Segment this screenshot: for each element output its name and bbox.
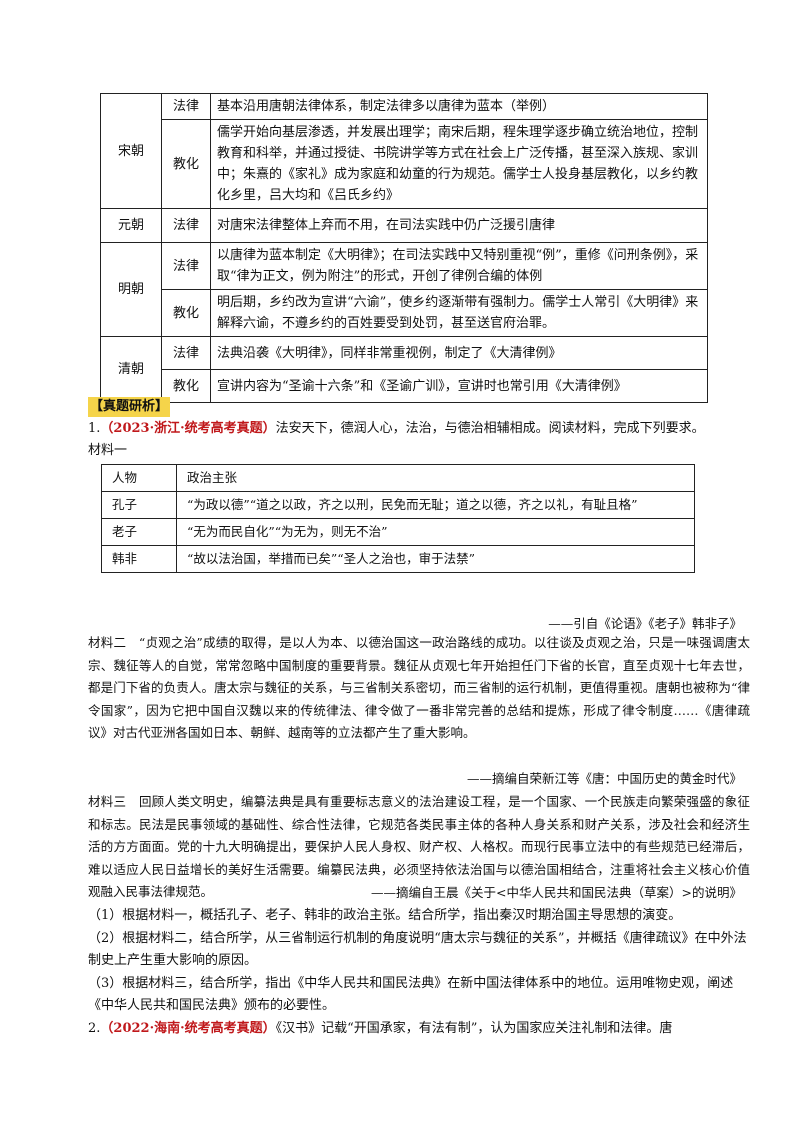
question-number: 2. [88, 1021, 101, 1036]
table-header-cell: 人物 [101, 464, 177, 492]
material-2-citation: ——摘编自荣新江等《唐：中国历史的黄金时代》 [466, 771, 742, 786]
table-cell: 韩非 [101, 545, 177, 573]
category-cell: 法律 [161, 336, 211, 370]
table-row: 教化 儒学开始向基层渗透，并发展出理学；南宋后期，程朱理学逐步确立统治地位，控制… [101, 119, 708, 209]
table-row: 教化 明后期，乡约改为宣讲“六谕”，使乡约逐渐带有强制力。儒学士人常引《大明律》… [101, 289, 708, 337]
category-cell: 教化 [161, 119, 211, 209]
sub-question-2: （2）根据材料二，结合所学，从三省制运行机制的角度说明“唐太宗与魏征的关系”，并… [88, 931, 747, 968]
table-cell: 孔子 [101, 491, 177, 519]
table-row: 人物 政治主张 [101, 464, 695, 492]
material-1-label: 材料一 [88, 443, 128, 458]
table-cell: “为政以德”“道之以政，齐之以刑，民免而无耻；道之以德，齐之以礼，有耻且格” [176, 491, 695, 519]
table-cell: “故以法治国，举措而已矣”“圣人之治也，审于法禁” [176, 545, 695, 573]
table-cell: “无为而民自化”“为无为，则无不治” [176, 518, 695, 546]
question-2-stem: 2.（2022·海南·统考高考真题）《汉书》记载“开国承家，有法有制”，认为国家… [88, 1018, 748, 1040]
content-cell: 儒学开始向基层渗透，并发展出理学；南宋后期，程朱理学逐步确立统治地位，控制教育和… [210, 119, 708, 209]
dynasty-cell: 宋朝 [100, 93, 162, 209]
content-cell: 基本沿用唐朝法律体系，制定法律多以唐律为蓝本（举例） [210, 93, 708, 120]
dynasty-law-table: 宋朝 法律 基本沿用唐朝法律体系，制定法律多以唐律为蓝本（举例） 教化 儒学开始… [100, 93, 708, 403]
question-source: （2022·海南·统考高考真题） [100, 1021, 276, 1036]
table-row: 清朝 法律 法典沿袭《大明律》，同样非常重视例，制定了《大清律例》 [100, 336, 708, 403]
category-cell: 法律 [161, 208, 211, 243]
material-2-text: 材料二 “贞观之治”成绩的取得，是以人为本、以德治国这一政治路线的成功。以往谈及… [88, 635, 750, 740]
dynasty-cell: 明朝 [100, 242, 162, 337]
table-cell: 老子 [101, 518, 177, 546]
question-text: 法安天下，德润人心，法治，与德治相辅相成。阅读材料，完成下列要求。 [275, 421, 705, 436]
dynasty-cell: 清朝 [100, 336, 162, 403]
content-cell: 法典沿袭《大明律》，同样非常重视例，制定了《大清律例》 [210, 336, 708, 370]
table-row: 元朝 法律 对唐宋法律整体上弃而不用，在司法实践中仍广泛援引唐律 [100, 208, 708, 243]
table-row: 宋朝 法律 基本沿用唐朝法律体系，制定法律多以唐律为蓝本（举例） [100, 93, 708, 209]
table-row: 教化 宣讲内容为“圣谕十六条”和《圣谕广训》，宣讲时也常引用《大清律例》 [101, 369, 708, 403]
question-text: 《汉书》记载“开国承家，有法有制”，认为国家应关注礼制和法律。唐 [275, 1021, 673, 1036]
table-header-cell: 政治主张 [176, 464, 695, 492]
question-1-stem: 1.（2023·浙江·统考高考真题）法安天下，德润人心，法治，与德治相辅相成。阅… [88, 418, 748, 440]
table-row: 明朝 法律 以唐律为蓝本制定《大明律》；在司法实践中又特别重视“例”，重修《问刑… [100, 242, 708, 337]
question-source: （2023·浙江·统考高考真题） [100, 421, 276, 436]
material-3-citation: ——摘编自王晨《关于<中华人民共和国民法典（草案）>的说明》 [371, 885, 742, 900]
question-number: 1. [88, 421, 101, 436]
sub-question-3: （3）根据材料三，结合所学，指出《中华人民共和国民法典》在新中国法律体系中的地位… [88, 976, 734, 1013]
thinkers-table: 人物 政治主张 孔子 “为政以德”“道之以政，齐之以刑，民免而无耻；道之以德，齐… [101, 464, 695, 573]
material-3-text: 材料三 回顾人类文明史，编纂法典是具有重要标志意义的法治建设工程，是一个国家、一… [88, 794, 750, 899]
table-row: 老子 “无为而民自化”“为无为，则无不治” [101, 518, 695, 546]
content-cell: 对唐宋法律整体上弃而不用，在司法实践中仍广泛援引唐律 [210, 208, 708, 243]
table-row: 孔子 “为政以德”“道之以政，齐之以刑，民免而无耻；道之以德，齐之以礼，有耻且格… [101, 491, 695, 519]
category-cell: 教化 [161, 289, 211, 337]
sub-question-1: （1）根据材料一，概括孔子、老子、韩非的政治主张。结合所学，指出秦汉时期治国主导… [88, 908, 682, 923]
content-cell: 以唐律为蓝本制定《大明律》；在司法实践中又特别重视“例”，重修《问刑条例》，采取… [210, 242, 708, 290]
content-cell: 宣讲内容为“圣谕十六条”和《圣谕广训》，宣讲时也常引用《大清律例》 [210, 369, 708, 403]
section-heading: 【真题研析】 [88, 397, 171, 417]
table-row: 韩非 “故以法治国，举措而已矣”“圣人之治也，审于法禁” [101, 545, 695, 573]
material-1-citation: ——引自《论语》《老子》韩非子》 [548, 616, 742, 631]
content-cell: 明后期，乡约改为宣讲“六谕”，使乡约逐渐带有强制力。儒学士人常引《大明律》来解释… [210, 289, 708, 337]
category-cell: 法律 [161, 242, 211, 290]
dynasty-cell: 元朝 [100, 208, 162, 243]
category-cell: 法律 [161, 93, 211, 120]
